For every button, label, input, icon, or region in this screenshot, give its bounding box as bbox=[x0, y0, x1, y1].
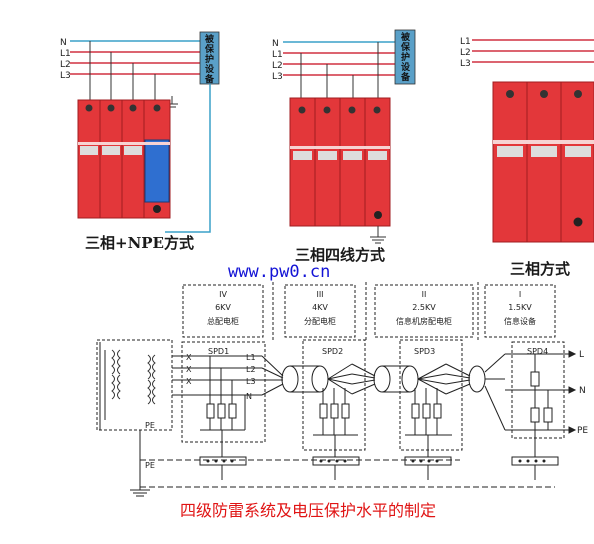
pe-label-lower: PE bbox=[145, 461, 155, 470]
wire-label-l1: L1 bbox=[60, 49, 71, 59]
breaker-x: X bbox=[186, 353, 192, 362]
zone-box-i bbox=[484, 284, 556, 338]
zone-name-ii: 信息机房配电柜 bbox=[396, 316, 452, 326]
spd2-box bbox=[302, 339, 366, 451]
diagram-title: 四级防雷系统及电压保护水平的制定 bbox=[180, 501, 437, 520]
output-label-n: N bbox=[579, 386, 586, 396]
wire-label-n: N bbox=[272, 39, 279, 49]
pe-label-upper: PE bbox=[145, 421, 155, 430]
zone-box-iii bbox=[284, 284, 356, 338]
caption-three-phase-four-wire: 三相四线方式 bbox=[295, 246, 386, 264]
spd3-box bbox=[399, 339, 463, 451]
watermark-url: www.pw0.cn bbox=[228, 262, 331, 282]
wire-label-l3: L3 bbox=[272, 72, 283, 82]
spd1-terminal-l2: L2 bbox=[246, 365, 256, 374]
spd2-label: SPD2 bbox=[322, 347, 343, 356]
zone-name-iv: 总配电柜 bbox=[207, 316, 239, 326]
spd4-label: SPD4 bbox=[527, 347, 548, 356]
spd1-terminal-n: N bbox=[246, 392, 252, 401]
output-label-pe: PE bbox=[577, 426, 588, 436]
top-product-illustrations: N L1 L2 L3 bbox=[60, 29, 594, 244]
wire-label-l1: L1 bbox=[460, 37, 471, 47]
breaker-x: X bbox=[186, 377, 192, 386]
wire-label-l2: L2 bbox=[60, 60, 71, 70]
wire-label-n: N bbox=[60, 38, 67, 48]
zone-voltage-iv: 6KV bbox=[215, 303, 231, 312]
four-level-lightning-protection-diagram: IV 6KV 总配电柜 III 4KV 分配电柜 II 2.5KV 信息机房配电… bbox=[96, 282, 588, 497]
output-label-l: L bbox=[579, 350, 584, 360]
zone-name-iii: 分配电柜 bbox=[304, 316, 336, 326]
panel-three-phase: L1 L2 L3 bbox=[460, 37, 594, 243]
equipment-label: 被保护设备 bbox=[204, 35, 214, 85]
zone-voltage-iii: 4KV bbox=[312, 303, 328, 312]
zone-voltage-ii: 2.5KV bbox=[412, 303, 436, 312]
wire-label-l3: L3 bbox=[460, 59, 471, 69]
spd1-label: SPD1 bbox=[208, 347, 229, 356]
wire-label-l3: L3 bbox=[60, 71, 71, 81]
equipment-label: 被保护设备 bbox=[400, 33, 410, 83]
panel-three-phase-four-wire: N L1 L2 L3 bbox=[272, 29, 416, 244]
spd1-terminal-l3: L3 bbox=[246, 377, 256, 386]
spd1-terminal-l1: L1 bbox=[246, 353, 256, 362]
spd1-box bbox=[181, 341, 266, 443]
zone-name-i: 信息设备 bbox=[504, 316, 536, 326]
spd3-label: SPD3 bbox=[414, 347, 435, 356]
zone-roman-ii: II bbox=[422, 290, 427, 299]
zone-roman-iii: III bbox=[316, 290, 323, 299]
zone-roman-iv: IV bbox=[219, 290, 227, 299]
caption-three-phase: 三相方式 bbox=[510, 260, 571, 278]
caption-three-phase-npe: 三相+NPE方式 bbox=[85, 234, 194, 252]
zone-roman-i: I bbox=[519, 290, 521, 299]
zone-box-iv bbox=[182, 284, 264, 338]
zone-voltage-i: 1.5KV bbox=[508, 303, 532, 312]
wire-label-l1: L1 bbox=[272, 50, 283, 60]
wire-label-l2: L2 bbox=[272, 61, 283, 71]
breaker-x: X bbox=[186, 365, 192, 374]
panel-three-phase-npe: N L1 L2 L3 bbox=[60, 31, 220, 233]
wire-label-l2: L2 bbox=[460, 48, 471, 58]
